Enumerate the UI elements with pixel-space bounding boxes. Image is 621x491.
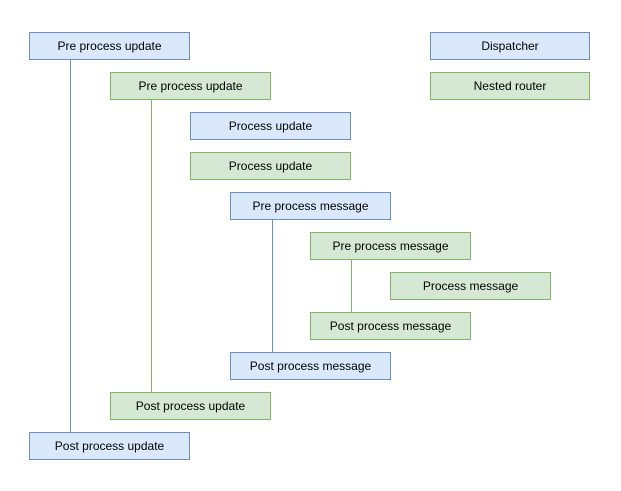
process-node[interactable]: Post process update (29, 432, 190, 460)
connector-line (70, 60, 71, 432)
process-node[interactable]: Process message (390, 272, 551, 300)
legend-item-blue[interactable]: Dispatcher (430, 32, 590, 60)
process-node[interactable]: Post process message (230, 352, 391, 380)
process-node[interactable]: Post process update (110, 392, 271, 420)
process-node[interactable]: Pre process message (310, 232, 471, 260)
process-node[interactable]: Pre process message (230, 192, 391, 220)
process-node[interactable]: Pre process update (29, 32, 190, 60)
process-node[interactable]: Process update (190, 152, 351, 180)
process-node[interactable]: Process update (190, 112, 351, 140)
connector-line (151, 100, 152, 392)
legend-item-green[interactable]: Nested router (430, 72, 590, 100)
connector-line (351, 260, 352, 312)
connector-line (272, 220, 273, 352)
process-node[interactable]: Post process message (310, 312, 471, 340)
process-node[interactable]: Pre process update (110, 72, 271, 100)
